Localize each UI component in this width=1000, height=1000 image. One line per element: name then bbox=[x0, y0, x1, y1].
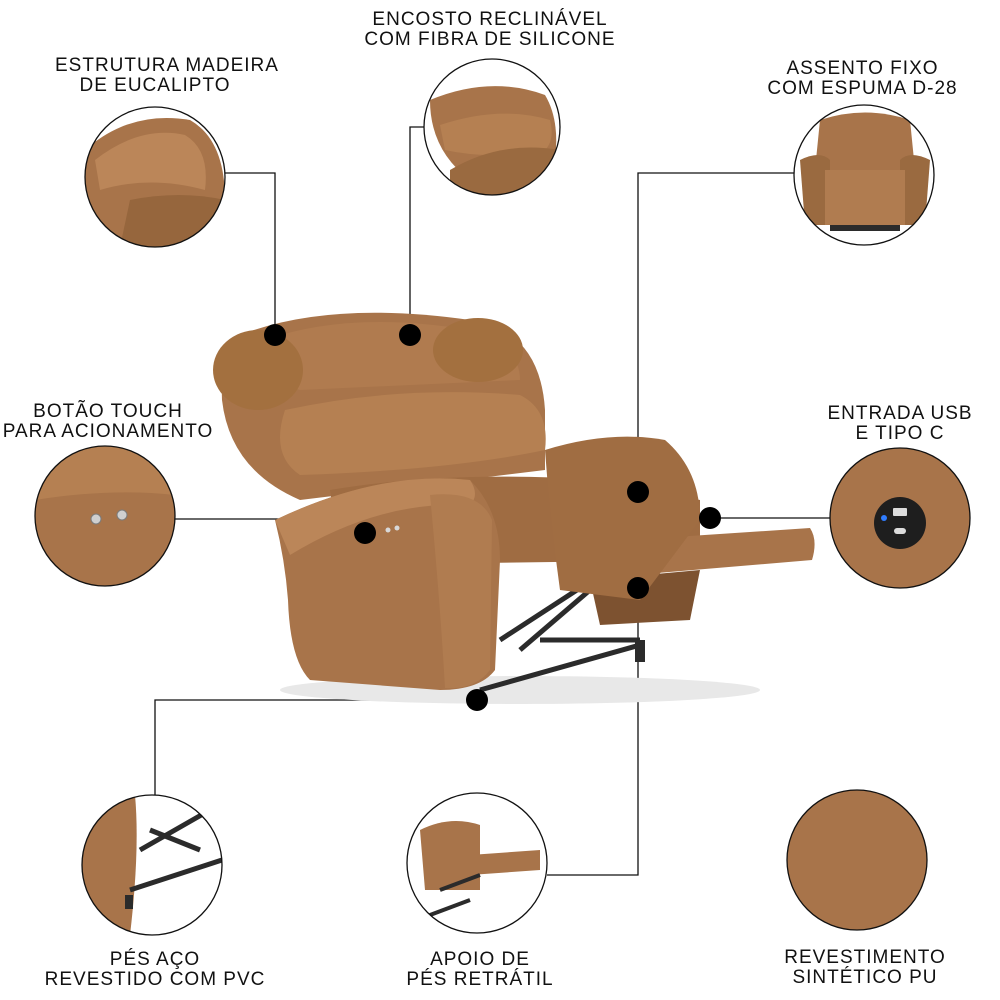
backrest-label-line1: ENCOSTO RECLINÁVEL bbox=[372, 9, 608, 30]
covering-detail-circle bbox=[786, 789, 928, 931]
feet-label: PÉS AÇO REVESTIDO COM PVC bbox=[40, 950, 270, 990]
seat-label-line2: COM ESPUMA D-28 bbox=[767, 78, 958, 99]
frame-label: ESTRUTURA MADEIRA DE EUCALIPTO bbox=[55, 55, 279, 96]
footrest-detail-circle bbox=[406, 792, 548, 934]
feet-label-line2: REVESTIDO COM PVC bbox=[44, 969, 266, 990]
callout-dots bbox=[264, 324, 721, 711]
usb-label-line1: ENTRADA USB bbox=[827, 403, 973, 424]
covering-label-line2: SINTÉTICO PU bbox=[792, 967, 938, 988]
usb-port-icon bbox=[874, 497, 926, 549]
seat-label: ASSENTO FIXO COM ESPUMA D-28 bbox=[760, 59, 965, 99]
frame-label-line1: ESTRUTURA MADEIRA bbox=[55, 55, 279, 76]
covering-label: REVESTIMENTO SINTÉTICO PU bbox=[780, 948, 950, 988]
seat-detail-circle bbox=[793, 104, 935, 246]
seat-label-line1: ASSENTO FIXO bbox=[786, 58, 939, 79]
backrest-label-line2: COM FIBRA DE SILICONE bbox=[364, 29, 616, 50]
usb-detail-circle bbox=[829, 447, 971, 589]
touch-button-label-line1: BOTÃO TOUCH bbox=[33, 401, 183, 422]
usb-label-line2: E TIPO C bbox=[855, 423, 945, 444]
frame-label-line2: DE EUCALIPTO bbox=[79, 75, 231, 96]
footrest-label: APOIO DE PÉS RETRÁTIL bbox=[400, 950, 560, 990]
touch-button-detail-circle bbox=[34, 445, 176, 587]
recliner-image bbox=[213, 312, 815, 711]
footrest-label-line2: PÉS RETRÁTIL bbox=[406, 969, 554, 990]
touch-button-icon bbox=[385, 525, 400, 533]
feet-label-line1: PÉS AÇO bbox=[109, 949, 201, 970]
touch-button-label: BOTÃO TOUCH PARA ACIONAMENTO bbox=[0, 402, 216, 442]
feet-detail-circle bbox=[81, 794, 223, 936]
frame-detail-circle bbox=[84, 106, 226, 248]
footrest-label-line1: APOIO DE bbox=[430, 949, 530, 970]
backrest-detail-circle bbox=[423, 58, 561, 196]
touch-button-label-line2: PARA ACIONAMENTO bbox=[2, 421, 214, 442]
covering-label-line1: REVESTIMENTO bbox=[784, 947, 946, 968]
usb-label: ENTRADA USB E TIPO C bbox=[820, 404, 980, 444]
backrest-label: ENCOSTO RECLINÁVEL COM FIBRA DE SILICONE bbox=[360, 10, 620, 50]
